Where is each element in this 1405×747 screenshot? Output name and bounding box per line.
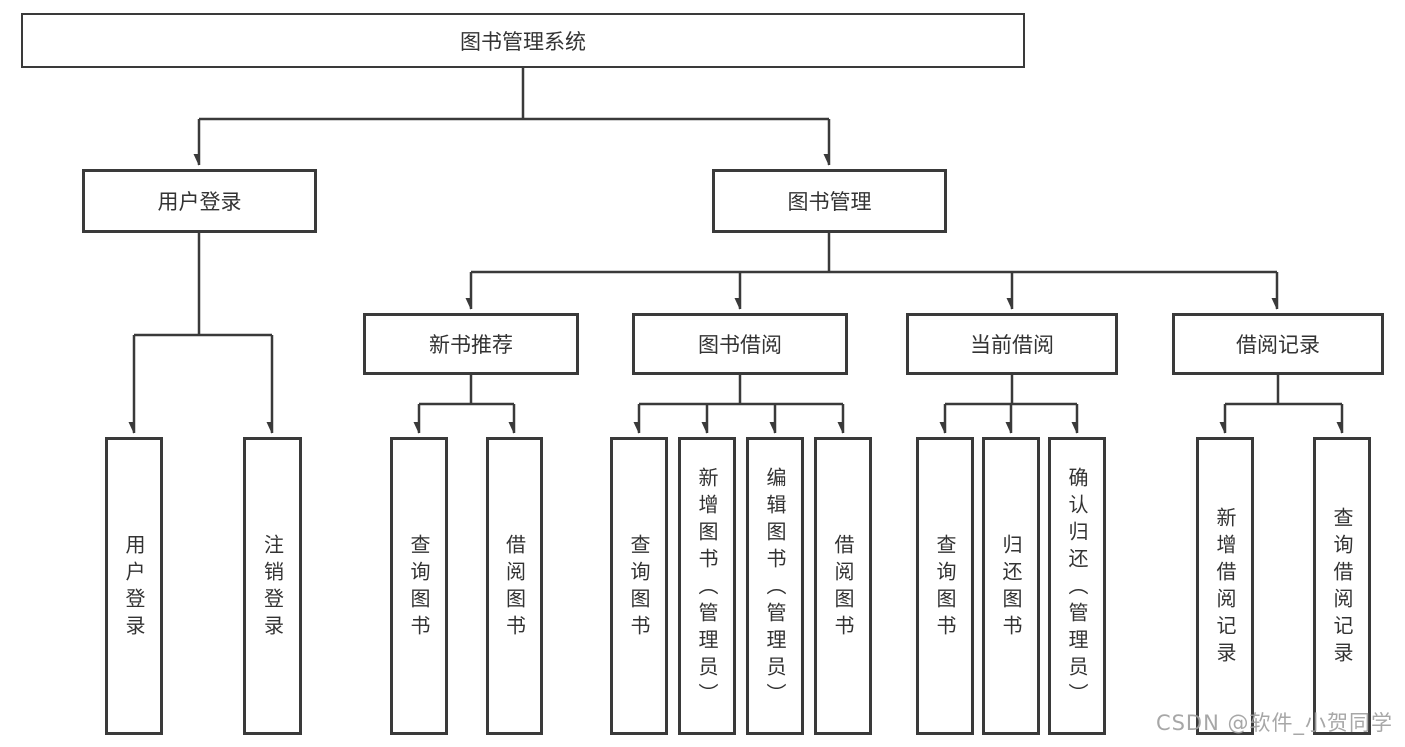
- leaf-newbook-query-book: 查询图书: [390, 437, 448, 735]
- node-new-book-recommend: 新书推荐: [363, 313, 579, 375]
- node-current-borrow: 当前借阅: [906, 313, 1118, 375]
- leaf-newbook-borrow-book: 借阅图书: [486, 437, 543, 735]
- leaf-borrow-borrow-book: 借阅图书: [814, 437, 872, 735]
- leaf-borrow-add-book-admin: 新增图书（管理员）: [678, 437, 736, 735]
- node-library-management-system: 图书管理系统: [21, 13, 1025, 68]
- node-borrow-record: 借阅记录: [1172, 313, 1384, 375]
- leaf-record-query-borrow-record: 查询借阅记录: [1313, 437, 1371, 735]
- csdn-watermark: CSDN @软件_小贺同学: [1155, 711, 1393, 735]
- leaf-borrow-query-book: 查询图书: [610, 437, 668, 735]
- node-book-management: 图书管理: [712, 169, 947, 233]
- leaf-record-add-borrow-record: 新增借阅记录: [1196, 437, 1254, 735]
- leaf-user-login: 用户登录: [105, 437, 163, 735]
- leaf-borrow-edit-book-admin: 编辑图书（管理员）: [746, 437, 804, 735]
- node-book-borrow: 图书借阅: [632, 313, 848, 375]
- leaf-logout: 注销登录: [243, 437, 302, 735]
- leaf-current-confirm-return-admin: 确认归还（管理员）: [1048, 437, 1106, 735]
- node-user-login: 用户登录: [82, 169, 317, 233]
- leaf-current-return-book: 归还图书: [982, 437, 1040, 735]
- leaf-current-query-book: 查询图书: [916, 437, 974, 735]
